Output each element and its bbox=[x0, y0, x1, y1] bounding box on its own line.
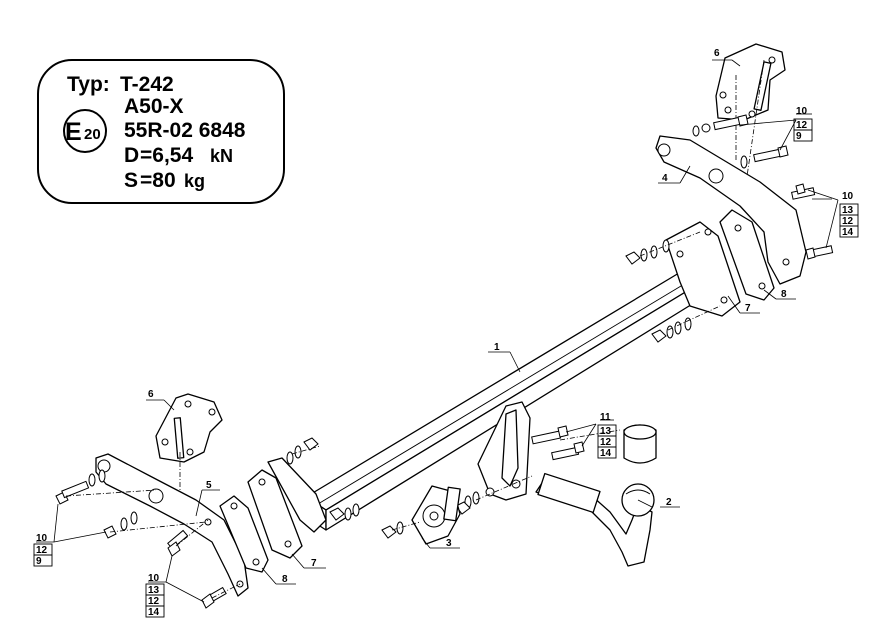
callout-part-1: 1 bbox=[494, 342, 500, 353]
d-value: =6,54 bbox=[140, 144, 193, 167]
typ-value: T-242 bbox=[120, 73, 174, 96]
s-label: S bbox=[124, 169, 138, 192]
right-plate-8 bbox=[719, 209, 775, 301]
ball-bolts bbox=[455, 425, 585, 515]
callout-part-3: 3 bbox=[446, 538, 452, 549]
left-plate-7 bbox=[247, 469, 303, 559]
callout-part-7-right: 7 bbox=[745, 303, 751, 314]
e-mark-circle bbox=[63, 109, 107, 153]
callout-part-8-right: 8 bbox=[781, 289, 787, 300]
callout-part-5: 5 bbox=[206, 480, 212, 491]
typ-label: Typ: bbox=[67, 73, 110, 96]
callout-stack-item: 13 bbox=[148, 585, 160, 596]
callout-part-8-left: 8 bbox=[282, 574, 288, 585]
callout-stack-item: 9 bbox=[796, 131, 802, 142]
callout-stack-item: 9 bbox=[36, 556, 42, 567]
callout-stack-right: 10 13 12 14 bbox=[839, 191, 859, 238]
center-bracket bbox=[477, 401, 531, 501]
callout-leaders bbox=[36, 59, 839, 603]
callout-part-6-left: 6 bbox=[148, 389, 154, 400]
left-bracket-6 bbox=[155, 393, 223, 463]
callout-stack-lower-left: 10 12 9 bbox=[33, 533, 53, 567]
callout-stack-item: 13 bbox=[600, 426, 612, 437]
ball-cap bbox=[623, 424, 657, 464]
callout-stack-item: 14 bbox=[148, 607, 160, 618]
regulation-value: 55R-02 6848 bbox=[124, 119, 246, 142]
s-unit: kg bbox=[184, 171, 205, 191]
callout-stack-item: 12 bbox=[796, 120, 808, 131]
callout-labels: 1 2 3 4 5 6 6 7 8 7 8 10 12 9 10 13 12 1… bbox=[33, 48, 859, 618]
e-mark-number: 20 bbox=[84, 126, 101, 143]
socket-plate-3 bbox=[381, 485, 461, 545]
type-plate: Typ: T-242 E 20 A50-X 55R-02 6848 D =6,5… bbox=[37, 59, 285, 204]
left-end-plate bbox=[267, 457, 327, 533]
ball-mount-2 bbox=[535, 472, 655, 567]
left-arm-5 bbox=[95, 453, 249, 597]
class-value: A50-X bbox=[124, 95, 184, 118]
d-label: D bbox=[124, 144, 139, 167]
callout-stack-item: 10 bbox=[36, 533, 48, 544]
callout-part-6-top: 6 bbox=[714, 48, 720, 59]
callout-part-2: 2 bbox=[666, 497, 672, 508]
callout-stack-item: 13 bbox=[842, 205, 854, 216]
left-plate-8 bbox=[219, 495, 269, 573]
callout-stack-item: 12 bbox=[600, 437, 612, 448]
callout-stack-item: 14 bbox=[600, 448, 612, 459]
callout-stack-item: 12 bbox=[36, 545, 48, 556]
e-mark-letter: E bbox=[65, 118, 82, 146]
type-plate-frame bbox=[37, 59, 285, 204]
callout-stack-top-right: 10 12 9 bbox=[793, 106, 813, 142]
right-plate-7 bbox=[665, 221, 741, 317]
right-arm-4 bbox=[655, 135, 807, 285]
s-value: =80 bbox=[140, 169, 176, 192]
callout-part-7-left: 7 bbox=[311, 558, 317, 569]
callout-stack-item: 10 bbox=[796, 106, 808, 117]
callout-stack-ball: 11 13 12 14 bbox=[597, 412, 617, 459]
callout-part-4: 4 bbox=[662, 173, 668, 184]
callout-stack-item: 12 bbox=[148, 596, 160, 607]
callout-stack-item: 14 bbox=[842, 227, 854, 238]
callout-stack-item: 10 bbox=[148, 573, 160, 584]
d-unit: kN bbox=[210, 146, 233, 166]
right-bracket-6 bbox=[715, 43, 786, 121]
callout-stack-item: 12 bbox=[842, 216, 854, 227]
callout-stack-item: 10 bbox=[842, 191, 854, 202]
callout-stack-item: 11 bbox=[600, 412, 611, 423]
callout-stack-bottom-left: 10 13 12 14 bbox=[145, 573, 165, 618]
